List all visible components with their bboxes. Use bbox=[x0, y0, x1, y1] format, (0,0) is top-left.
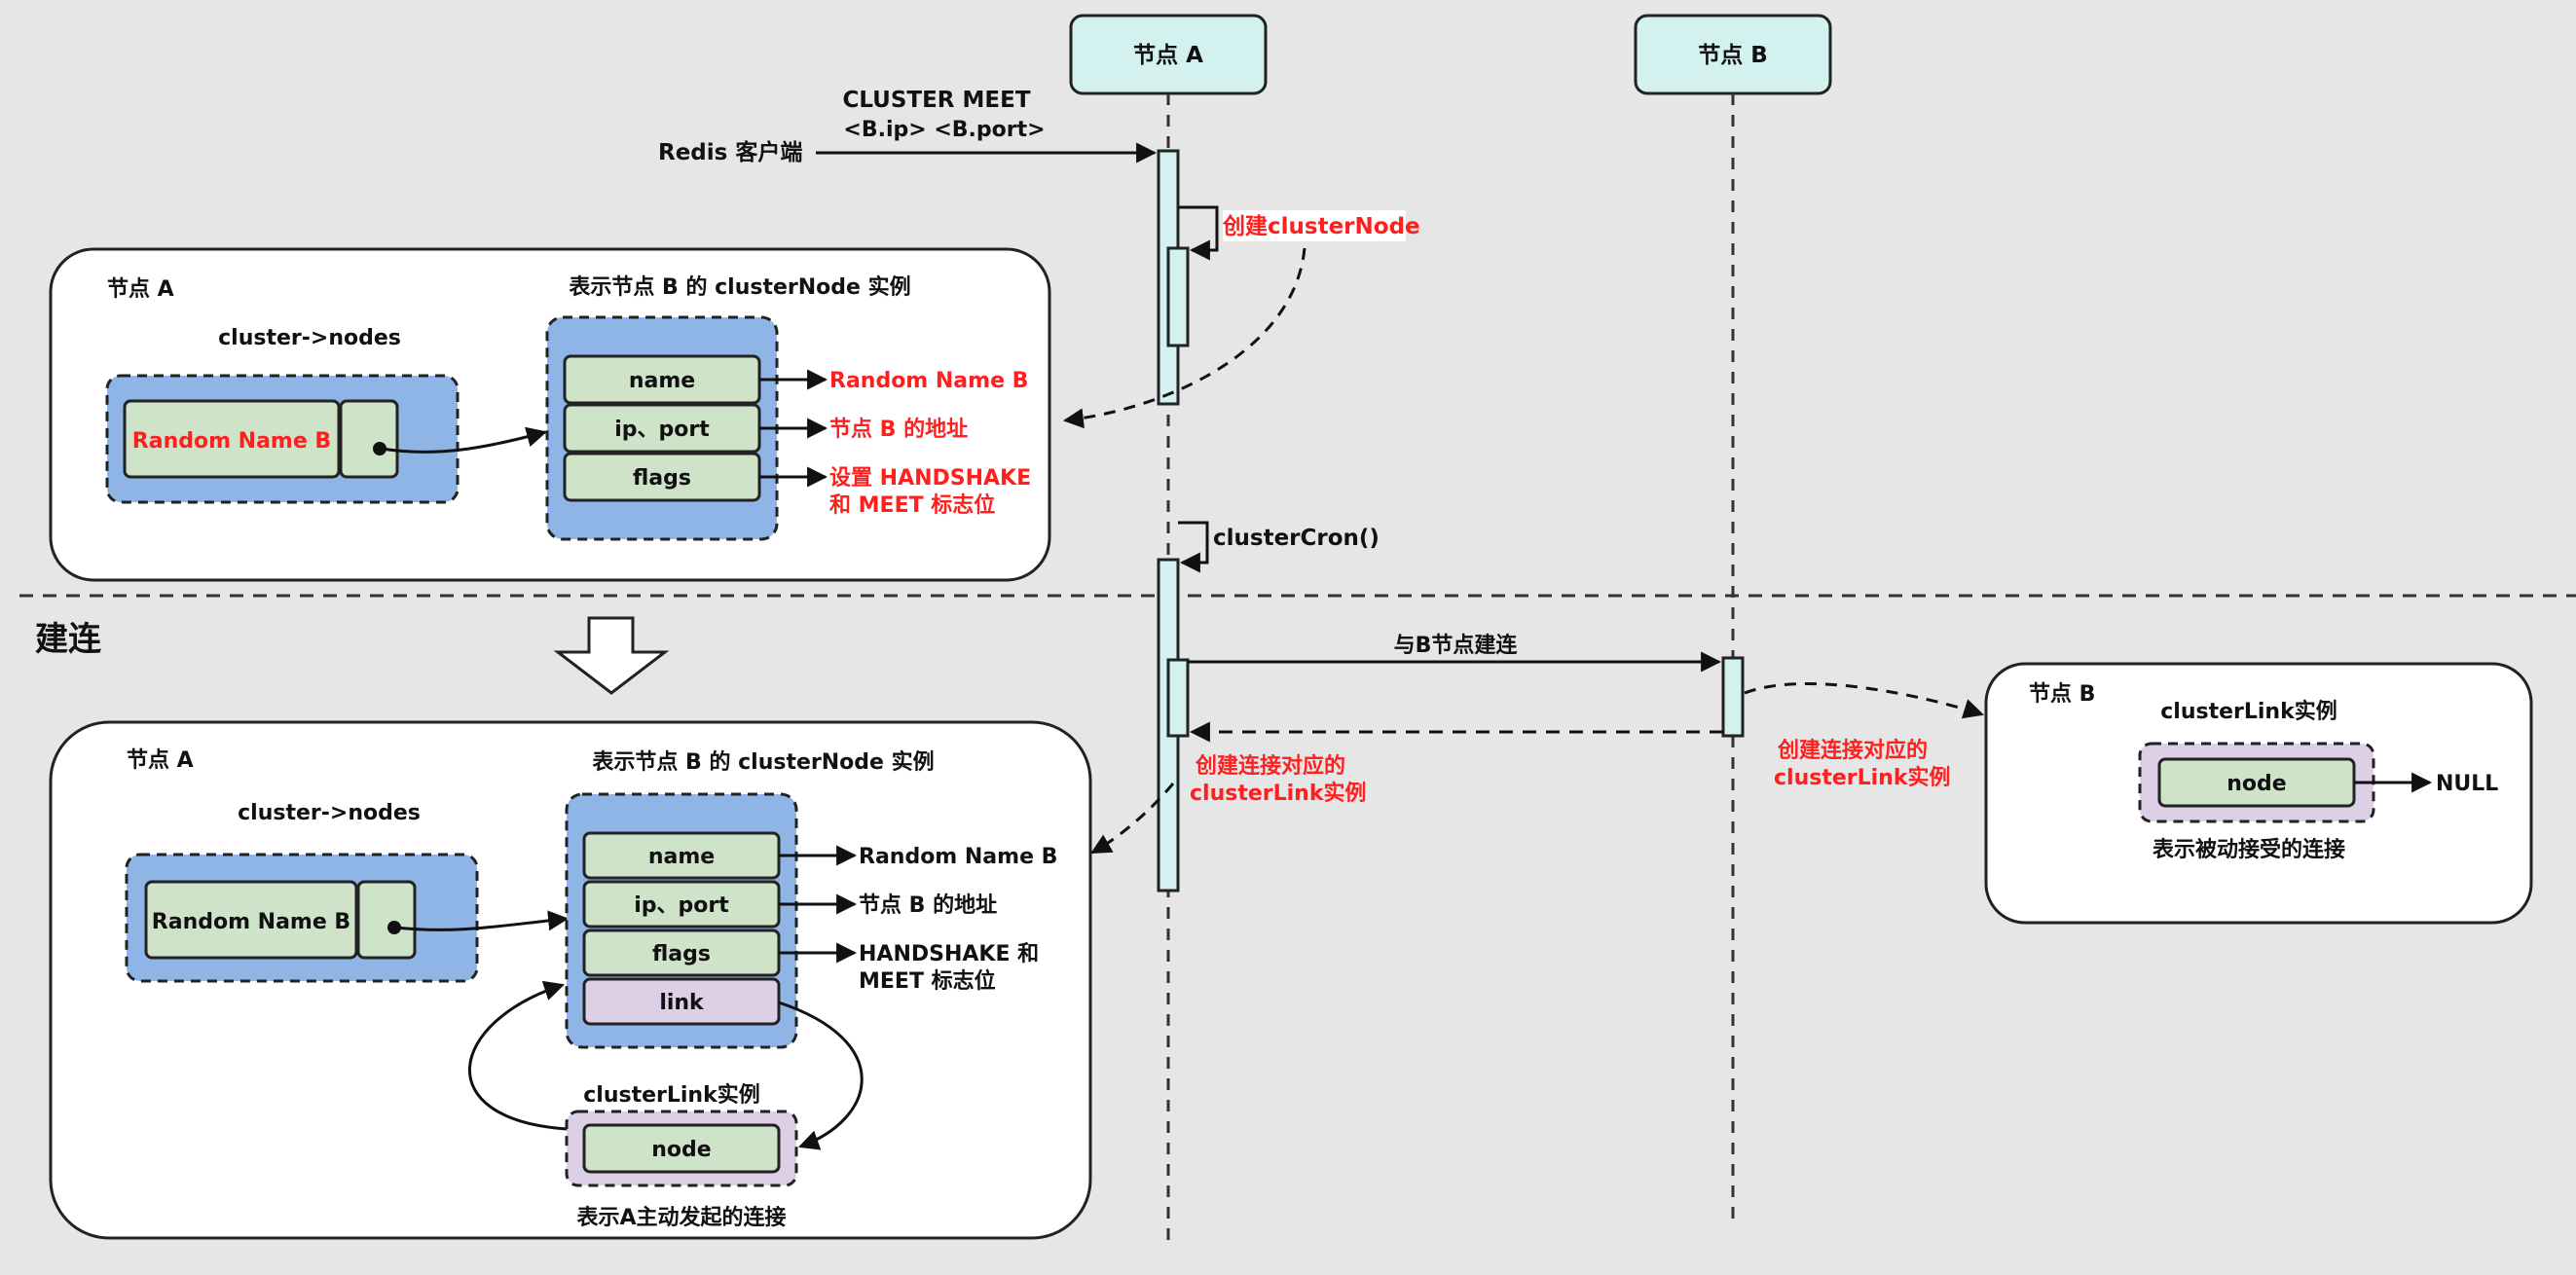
panel-top-node-a: 节点 A cluster->nodes 表示节点 B 的 clusterNode… bbox=[49, 247, 1051, 582]
panel-node-b: 节点 B clusterLink实例 node NULL 表示被动接受的连接 bbox=[1984, 662, 2533, 925]
bottom-note-name: Random Name B bbox=[859, 845, 1057, 869]
bottom-clusterlink-node-field bbox=[582, 1123, 781, 1174]
svg-text:clusterLink实例: clusterLink实例 bbox=[583, 1082, 759, 1108]
panel-bottom-node-a: 节点 A cluster->nodes 表示节点 B 的 clusterNode… bbox=[49, 720, 1092, 1240]
a-link-note-line1: 创建连接对应的 bbox=[1195, 753, 1345, 779]
create-clusternode-label: 创建clusterNode bbox=[1222, 214, 1420, 239]
top-note-flags-2: 和 MEET 标志位 bbox=[829, 492, 995, 518]
svg-text:name: name bbox=[648, 845, 715, 869]
top-dict-key-text: Random Name B bbox=[132, 429, 331, 454]
lifeline-b-header: 节点 B bbox=[1634, 14, 1832, 95]
svg-text:表示节点 B 的 clusterNode 实例: 表示节点 B 的 clusterNode 实例 bbox=[592, 749, 934, 775]
svg-text:cluster->nodes: cluster->nodes bbox=[238, 801, 421, 825]
svg-text:ip、port: ip、port bbox=[634, 893, 729, 918]
redis-client-label: Redis 客户端 bbox=[658, 139, 802, 165]
transition-down-arrow bbox=[553, 616, 670, 695]
bottom-field-link bbox=[582, 977, 781, 1026]
b-link-note-line2: clusterLink实例 bbox=[1774, 765, 1950, 790]
activation-a-create bbox=[1166, 246, 1190, 347]
cluster-meet-args: <B.ip> <B.port> bbox=[843, 118, 1045, 142]
top-note-name: Random Name B bbox=[829, 369, 1028, 393]
b-link-footer: 表示被动接受的连接 bbox=[2153, 837, 2345, 862]
b-link-result-arrow bbox=[1744, 682, 1985, 719]
svg-text:节点 B: 节点 B bbox=[1698, 43, 1768, 68]
svg-text:flags: flags bbox=[652, 942, 711, 966]
top-dict-key-cell bbox=[123, 399, 341, 479]
svg-text:node: node bbox=[651, 1138, 711, 1162]
bottom-link-footer: 表示A主动发起的连接 bbox=[576, 1205, 786, 1230]
lifeline-a-header: 节点 A bbox=[1069, 14, 1268, 95]
svg-text:ip、port: ip、port bbox=[614, 418, 710, 442]
clusterlink-to-node-arrow bbox=[468, 980, 568, 1131]
bottom-dict-pointer-dot bbox=[387, 921, 401, 934]
top-note-flags-1: 设置 HANDSHAKE bbox=[829, 466, 1031, 491]
b-link-note-line1: 创建连接对应的 bbox=[1777, 738, 1928, 763]
link-to-clusterlink-arrow bbox=[778, 1001, 864, 1150]
svg-text:节点 A: 节点 A bbox=[1133, 43, 1203, 68]
bottom-note-flags-1: HANDSHAKE 和 bbox=[859, 942, 1039, 966]
cluster-cron-self-arrow bbox=[1178, 521, 1209, 573]
svg-text:表示节点 B 的 clusterNode 实例: 表示节点 B 的 clusterNode 实例 bbox=[569, 274, 910, 300]
svg-text:node: node bbox=[2226, 772, 2286, 796]
svg-text:name: name bbox=[629, 369, 695, 393]
svg-text:节点 A: 节点 A bbox=[127, 747, 194, 773]
svg-text:节点 B: 节点 B bbox=[2029, 681, 2095, 707]
create-clusternode-self-arrow bbox=[1178, 205, 1219, 261]
top-dict-pointer-dot bbox=[373, 442, 386, 455]
create-result-arrow bbox=[1062, 247, 1306, 429]
bottom-dict-key-cell bbox=[144, 880, 358, 960]
b-null-label: NULL bbox=[2436, 772, 2498, 796]
top-dict-pointer-arrow bbox=[381, 426, 548, 454]
section-label: 建连 bbox=[35, 620, 102, 659]
connect-to-b-label: 与B节点建连 bbox=[1394, 633, 1519, 658]
bottom-dict-pointer-arrow bbox=[395, 910, 570, 931]
bottom-dict-key-text: Random Name B bbox=[152, 910, 350, 934]
activation-a-connect bbox=[1166, 658, 1190, 738]
svg-text:节点 A: 节点 A bbox=[107, 276, 174, 302]
bottom-note-flags-2: MEET 标志位 bbox=[859, 968, 996, 994]
bottom-note-address: 节点 B 的地址 bbox=[859, 892, 997, 918]
svg-text:clusterLink实例: clusterLink实例 bbox=[2160, 699, 2337, 724]
svg-text:cluster->nodes: cluster->nodes bbox=[218, 326, 401, 350]
a-link-note-line2: clusterLink实例 bbox=[1190, 781, 1366, 806]
cluster-cron-label: clusterCron() bbox=[1213, 526, 1380, 551]
top-note-address: 节点 B 的地址 bbox=[829, 417, 968, 442]
cluster-meet-label: CLUSTER MEET bbox=[842, 88, 1030, 113]
bottom-dict-ptr-cell bbox=[356, 880, 417, 960]
svg-text:link: link bbox=[659, 991, 705, 1015]
svg-text:flags: flags bbox=[633, 466, 691, 491]
top-dict-ptr-cell bbox=[339, 399, 399, 479]
activation-b-accept bbox=[1721, 656, 1745, 738]
